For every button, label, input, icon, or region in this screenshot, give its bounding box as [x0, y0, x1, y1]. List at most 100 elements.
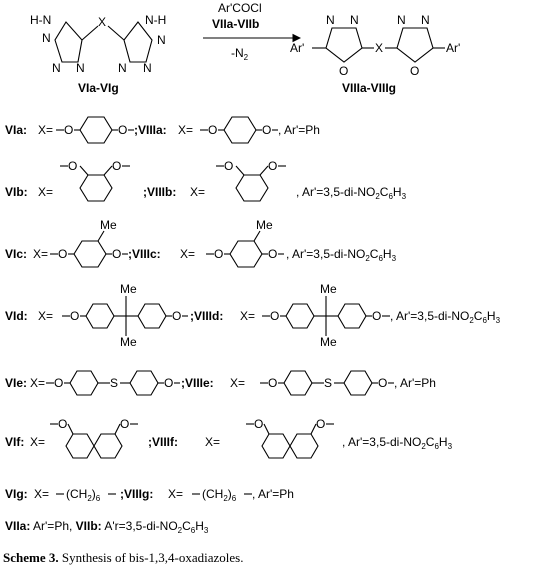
aryl-right: Ar': [446, 41, 460, 55]
compound-label: VIb:: [5, 185, 28, 199]
tetrazole-atom-n: N: [42, 31, 51, 45]
reactant-bis-tetrazole: H-N N N N X N-H N N N VIa-VIg: [30, 13, 166, 95]
oxygen: O: [268, 159, 277, 173]
oxygen: O: [58, 417, 67, 431]
reagent-top: Ar'COCl: [218, 1, 262, 15]
compound-label: VIe:: [5, 376, 27, 390]
oxygen: O: [372, 309, 381, 323]
aryl-assignment: , Ar'=3,5-di-NO2C6H3: [390, 309, 501, 325]
aryl-assignment: , Ar'=3,5-di-NO2C6H3: [286, 247, 397, 263]
compound-label: VIc:: [5, 247, 27, 261]
x-equals: X=: [38, 185, 53, 199]
oxygen: O: [68, 159, 77, 173]
byproduct: -N2: [231, 46, 249, 62]
oxygen: O: [262, 123, 271, 137]
aryl-left: Ar': [290, 41, 304, 55]
tetrazole-atom-n: N: [143, 61, 152, 75]
compound-label: VId:: [5, 309, 28, 323]
compound-label: ;VIIId:: [190, 309, 223, 323]
oxygen: O: [70, 309, 79, 323]
tetrazole-atom-n: N: [52, 61, 61, 75]
oxygen: O: [254, 417, 263, 431]
tetrazole-atom-n: N: [76, 61, 85, 75]
oxygen: O: [58, 247, 67, 261]
reagent-bold: VIIa-VIIb: [212, 17, 259, 31]
product-label: VIIIa-VIIIg: [342, 81, 396, 95]
oxygen: O: [270, 309, 279, 323]
oxygen: O: [164, 376, 173, 390]
methyl: Me: [100, 218, 117, 232]
x-equals: X=: [33, 247, 48, 261]
oxadiazole-atom-n: N: [326, 13, 335, 27]
aryl-assignment: , Ar'=Ph: [278, 123, 320, 137]
aryl-assignment: , Ar'=3,5-di-NO2C6H3: [296, 185, 407, 201]
scheme-caption: Scheme 3. Synthesis of bis-1,3,4-oxadiaz…: [3, 550, 243, 565]
sulfur: S: [324, 376, 332, 390]
methyl: Me: [320, 282, 337, 296]
x-equals: X=: [180, 247, 195, 261]
oxadiazole-atom-n: N: [421, 13, 430, 27]
x-equals: X=: [30, 435, 45, 449]
sulfur: S: [110, 376, 118, 390]
row-vig: VIg: X= (CH2)6 ;VIIIg: X= (CH2)6 , Ar'=P…: [5, 487, 294, 503]
aryl-assignment: , Ar'=Ph: [394, 376, 436, 390]
reactant-label: VIa-VIg: [78, 81, 119, 95]
x-equals: X=: [205, 435, 220, 449]
linker-x: X: [98, 15, 106, 29]
oxygen: O: [268, 376, 277, 390]
compound-label: ;VIIIb:: [143, 185, 176, 199]
methyl: Me: [256, 218, 273, 232]
x-equals: X=: [190, 185, 205, 199]
row-vid: VId: X= O Me Me O ;VIIId: X= O Me Me O ,…: [5, 282, 501, 349]
x-equals: X=: [34, 487, 49, 501]
oxygen: O: [268, 247, 277, 261]
methyl: Me: [120, 335, 137, 349]
oxadiazole-atom-n: N: [397, 13, 406, 27]
tetrazole-atom-n: N: [157, 33, 166, 47]
x-equals: X=: [178, 123, 193, 137]
compound-label: ;VIIIf:: [148, 435, 178, 449]
oxygen: O: [208, 123, 217, 137]
x-equals: X=: [38, 123, 53, 137]
tetrazole-atom-n: N: [118, 61, 127, 75]
aryl-assignment: , Ar'=3,5-di-NO2C6H3: [342, 435, 453, 451]
oxygen: O: [214, 247, 223, 261]
compound-label: ;VIIIa:: [134, 123, 167, 137]
oxadiazole-atom-n: N: [350, 13, 359, 27]
oxygen: O: [112, 247, 121, 261]
row-vib: VIb: X= O O ;VIIIb: X= O O , Ar'=3,5-di-…: [5, 159, 407, 202]
oxygen: O: [172, 309, 181, 323]
oxygen: O: [120, 417, 129, 431]
compound-label: VIf:: [5, 435, 24, 449]
aryl-assignment: , Ar'=Ph: [252, 487, 294, 501]
x-equals: X=: [30, 376, 45, 390]
row-via: VIa: X= O O ;VIIIa: X= O O , Ar'=Ph: [5, 116, 320, 144]
oxygen: O: [54, 376, 63, 390]
tetrazole-atom-hn: H-N: [30, 13, 51, 27]
oxadiazole-atom-o: O: [410, 64, 419, 78]
oxygen: O: [112, 159, 121, 173]
x-equals: X=: [38, 309, 53, 323]
methyl: Me: [120, 282, 137, 296]
compound-label: VIa:: [5, 123, 27, 137]
tetrazole-atom-nh: N-H: [145, 13, 166, 27]
product-bis-oxadiazole: N N O Ar' X N N O Ar' VIIIa-VIIIg: [290, 13, 460, 95]
methyl: Me: [320, 335, 337, 349]
compound-label: VIg:: [5, 487, 28, 501]
compound-label: ;VIIIc:: [128, 247, 161, 261]
x-equals: X=: [168, 487, 183, 501]
linker-x: X: [375, 41, 383, 55]
compound-label: ;VIIIg:: [120, 487, 153, 501]
oxadiazole-atom-o: O: [339, 64, 348, 78]
x-equals: X=: [240, 309, 255, 323]
hexamethylene: (CH2)6: [66, 487, 101, 503]
oxygen: O: [378, 376, 387, 390]
oxygen: O: [118, 123, 127, 137]
oxygen: O: [316, 417, 325, 431]
x-equals: X=: [230, 376, 245, 390]
footer-definitions: VIIa: Ar'=Ph, VIIb: A'r=3,5-di-NO2C6H3: [5, 519, 209, 535]
row-vie: VIe: X= O S O ;VIIIe: X= O S O , Ar'=Ph: [5, 370, 436, 396]
oxygen: O: [224, 159, 233, 173]
row-vif: VIf: X= O O ;VIIIf: X= O O , Ar'=3,5-di-…: [5, 417, 453, 459]
